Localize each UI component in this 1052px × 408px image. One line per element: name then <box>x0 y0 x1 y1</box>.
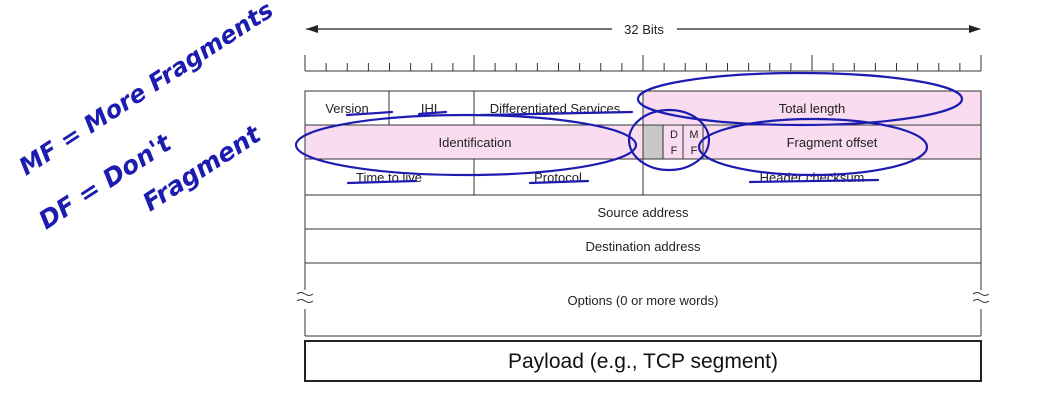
bit-width-indicator: 32 Bits <box>306 22 981 37</box>
identification-highlight <box>305 125 643 159</box>
arrow-right-icon <box>969 25 981 33</box>
field-version: Version <box>325 101 368 116</box>
ink-annotations <box>294 71 964 185</box>
bit-ruler <box>304 55 982 72</box>
field-fragment-offset: Fragment offset <box>787 135 878 150</box>
fragment-offset-highlight <box>703 125 981 159</box>
break-marks <box>296 292 990 303</box>
field-total-length: Total length <box>779 101 846 116</box>
total-length-circle <box>636 71 964 127</box>
field-options: Options (0 or more words) <box>568 293 719 308</box>
mf-flag-highlight <box>683 125 703 159</box>
field-source-address: Source address <box>597 205 689 220</box>
field-header-checksum: Header checksum <box>760 170 865 185</box>
field-df-bottom: F <box>671 145 678 157</box>
header-grid <box>304 90 982 337</box>
field-mf-top: M <box>689 129 698 141</box>
field-destination-address: Destination address <box>586 239 701 254</box>
flags-circle <box>627 108 711 172</box>
df-flag-highlight <box>663 125 683 159</box>
handwritten-notes: MF = More Fragments DF = Don't Fragment <box>14 0 278 235</box>
field-identification: Identification <box>439 135 512 150</box>
payload-box: Payload (e.g., TCP segment) <box>304 340 982 382</box>
identification-circle <box>294 113 638 177</box>
field-df-top: D <box>670 129 678 141</box>
bit-width-label: 32 Bits <box>624 22 664 37</box>
fragment-offset-circle <box>697 117 929 177</box>
flag-reserved-bit <box>643 125 663 159</box>
arrow-left-icon <box>306 25 318 33</box>
field-mf-bottom: F <box>691 145 698 157</box>
payload-label: Payload (e.g., TCP segment) <box>508 350 778 373</box>
